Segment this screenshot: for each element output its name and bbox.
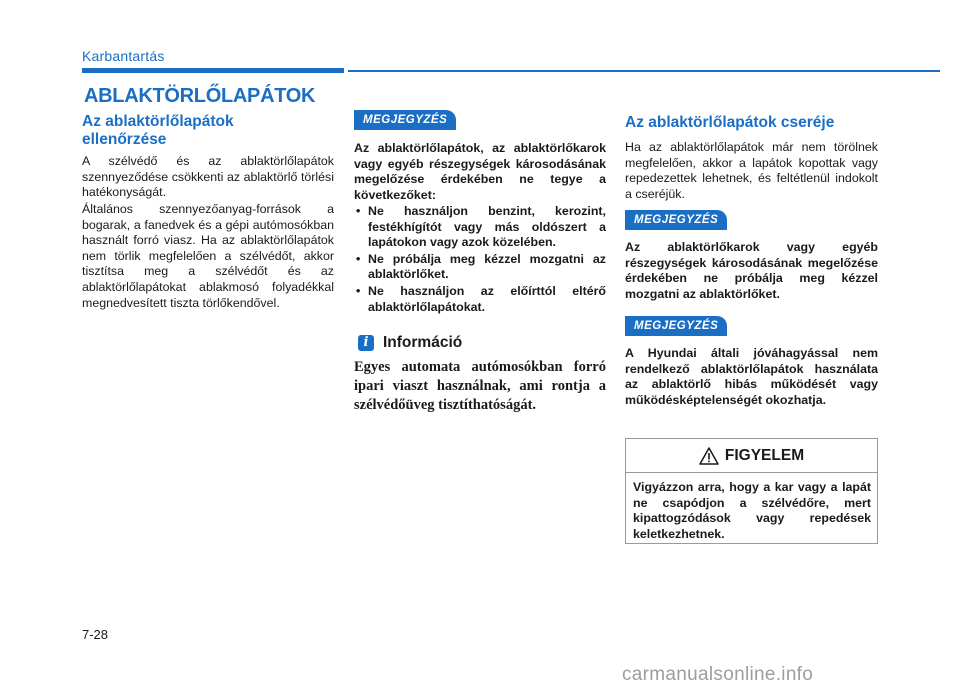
note-text-1: Az ablaktörlőkarok vagy egyéb részegység… xyxy=(625,240,878,301)
list-item: Ne használjon az előírttól eltérő ablakt… xyxy=(354,284,606,315)
info-text: Egyes automata autómosókban forró ipari … xyxy=(354,359,606,413)
page-number: 7-28 xyxy=(82,627,109,642)
info-icon: i xyxy=(358,335,374,351)
check-heading: Az ablaktörlőlapátok ellenőrzése xyxy=(82,113,234,148)
note-badge: MEGJEGYZÉS xyxy=(354,110,457,130)
list-item: Ne próbálja meg kézzel mozgatni az ablak… xyxy=(354,252,606,283)
header-rule-thin xyxy=(348,70,940,72)
warning-title: FIGYELEM xyxy=(724,446,805,464)
warning-triangle-icon xyxy=(699,446,719,465)
watermark: carmanualsonline.info xyxy=(622,664,814,685)
check-paragraph-1: A szélvédő és az ablaktörlőlapátok szenn… xyxy=(82,154,334,200)
page-title: ABLAKTÖRLŐLAPÁTOK xyxy=(84,85,316,107)
note-badge: MEGJEGYZÉS xyxy=(625,210,728,230)
replace-heading: Az ablaktörlőlapátok cseréje xyxy=(625,114,835,131)
note-bullet-list: Ne használjon benzint, kerozint, festékh… xyxy=(354,204,606,316)
warning-box: FIGYELEM Vigyázzon arra, hogy a kar vagy… xyxy=(625,438,878,544)
warning-header: FIGYELEM xyxy=(626,439,877,473)
warning-text: Vigyázzon arra, hogy a kar vagy a lapát … xyxy=(633,480,871,541)
list-item: Ne használjon benzint, kerozint, festékh… xyxy=(354,204,606,251)
note-text-2: A Hyundai általi jóváhagyással nem rende… xyxy=(625,346,878,407)
check-paragraph-2: Általános szennyezőanyag-források a boga… xyxy=(82,202,334,310)
note-badge: MEGJEGYZÉS xyxy=(625,316,728,336)
header-rule-thick xyxy=(82,68,344,73)
note-intro: Az ablaktörlőlapátok, az ablaktörlőkarok… xyxy=(354,141,606,202)
replace-paragraph: Ha az ablaktörlőlapátok már nem törölnek… xyxy=(625,140,878,201)
info-header: i Információ xyxy=(358,334,462,352)
section-label: Karbantartás xyxy=(82,48,165,64)
info-title: Információ xyxy=(383,334,463,351)
